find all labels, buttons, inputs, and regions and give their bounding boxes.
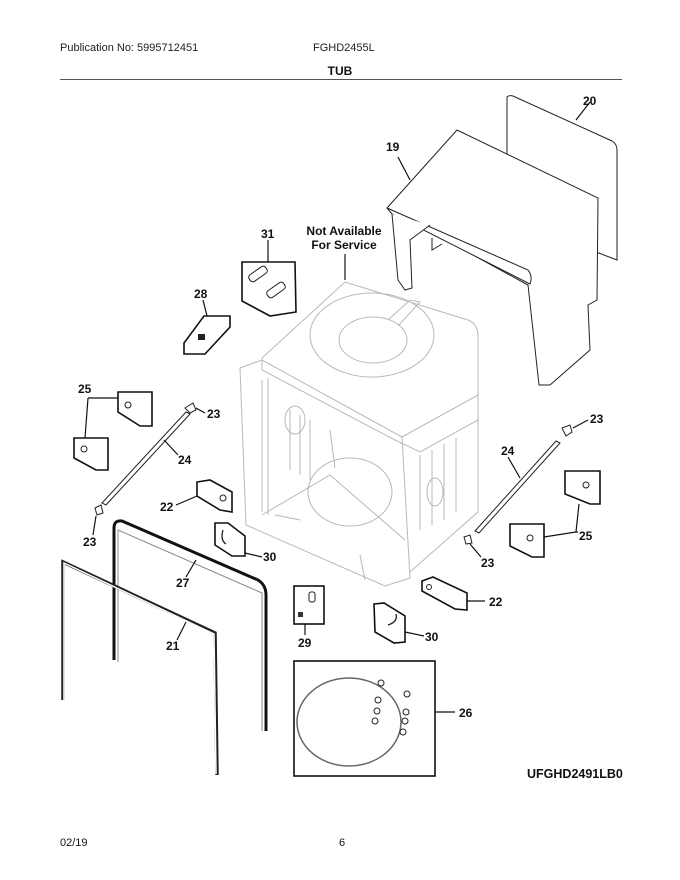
part-28-bracket <box>183 299 231 355</box>
callout-23-lower-left: 23 <box>83 535 97 549</box>
callout-26: 26 <box>459 706 473 720</box>
part-30-right-bracket <box>373 602 425 644</box>
callout-30-left: 30 <box>263 550 277 564</box>
callout-22-left: 22 <box>160 500 174 514</box>
callout-27: 27 <box>176 576 190 590</box>
callout-21: 21 <box>166 639 180 653</box>
callout-25-left: 25 <box>78 382 92 396</box>
callout-23-upper-left: 23 <box>207 407 221 421</box>
part-22-right-bracket <box>421 576 485 611</box>
not-available-note-line1: Not Available <box>306 224 381 238</box>
model-number: FGHD2455L <box>313 42 375 54</box>
part-24-left-rail <box>92 402 206 536</box>
part-30-left-bracket <box>214 522 263 558</box>
callout-28: 28 <box>194 287 208 301</box>
part-26-hose-kit <box>293 660 455 777</box>
section-title: TUB <box>327 64 353 78</box>
part-25-right-brackets <box>509 470 601 558</box>
part-25-left-brackets <box>73 391 153 471</box>
callout-31: 31 <box>261 227 275 241</box>
callout-24-right: 24 <box>501 444 515 458</box>
part-27-gasket <box>112 519 268 731</box>
callout-29: 29 <box>298 636 312 650</box>
callout-30-right: 30 <box>425 630 439 644</box>
tub-assembly <box>239 281 479 587</box>
part-21-gasket <box>61 559 219 776</box>
callout-22-right: 22 <box>489 595 503 609</box>
part-19-cover <box>386 129 599 386</box>
publication-number: Publication No: 5995712451 <box>60 42 199 54</box>
not-available-note-line2: For Service <box>311 238 377 252</box>
part-24-right-rail <box>463 419 589 558</box>
callout-23-upper-right: 23 <box>590 412 604 426</box>
diagram-code: UFGHD2491LB0 <box>527 767 623 781</box>
callout-24-left: 24 <box>178 453 192 467</box>
page-number: 6 <box>339 837 346 849</box>
part-31-bracket-kit <box>241 240 297 317</box>
part-29-clip <box>293 585 325 635</box>
callout-20: 20 <box>583 94 597 108</box>
callout-19: 19 <box>386 140 400 154</box>
header-divider <box>60 79 622 80</box>
part-22-left-bracket <box>175 479 233 513</box>
callout-23-lower-right: 23 <box>481 556 495 570</box>
callout-25-right: 25 <box>579 529 593 543</box>
footer-date: 02/19 <box>60 837 88 849</box>
